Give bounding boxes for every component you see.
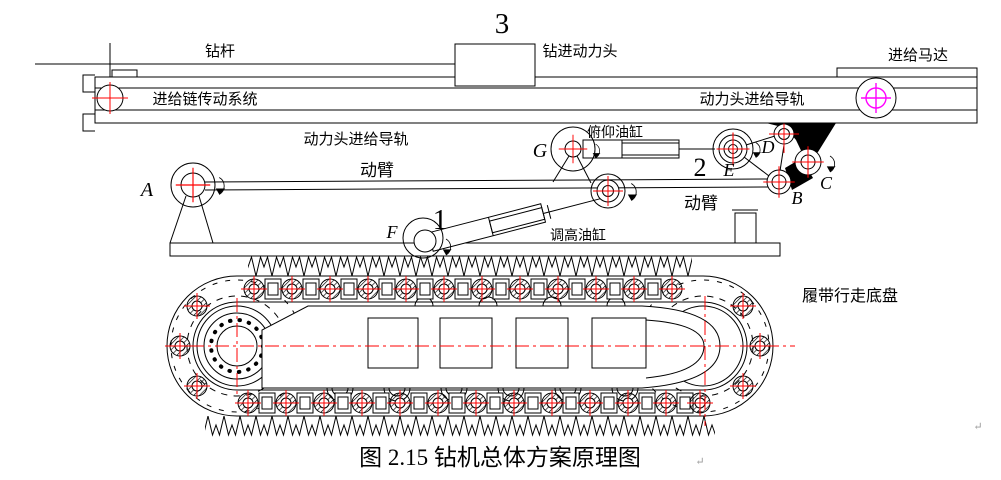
motor-mount	[836, 67, 978, 77]
return-mark-body: ↵	[973, 421, 982, 433]
frame-box-4	[591, 317, 647, 369]
label-pitch-cylinder: 俯仰油缸	[587, 124, 643, 141]
chain-links-top	[240, 275, 686, 303]
frame-box-1	[367, 317, 419, 369]
number-3: 3	[495, 8, 510, 40]
pitch-cylinder	[550, 126, 715, 184]
point-F: F	[386, 222, 399, 242]
pivot-A	[169, 162, 226, 244]
crawler-track-chassis	[165, 254, 795, 438]
boom-line-top	[204, 178, 769, 183]
crank-plate-upper	[766, 123, 836, 161]
boom-line-bottom	[204, 186, 769, 191]
belt-E-D	[745, 135, 776, 146]
track-spikes-top	[248, 254, 692, 276]
pivot-B	[762, 165, 796, 199]
rail-step	[111, 69, 138, 78]
point-D: D	[761, 137, 775, 157]
point-G: G	[533, 140, 548, 162]
number-2: 2	[694, 153, 707, 182]
track-spikes-bottom	[205, 416, 715, 438]
figure-caption: 图 2.15 钻机总体方案原理图	[359, 445, 641, 470]
frame-box-3	[515, 317, 569, 369]
label-feed-chain-system: 进给链传动系统	[152, 91, 257, 108]
power-head-box	[454, 43, 536, 87]
pivot-C	[791, 145, 836, 179]
feed-rail-assembly	[35, 43, 978, 132]
pivot-G-arc	[550, 126, 596, 172]
belt-E-B	[743, 156, 770, 177]
number-1: 1	[433, 204, 448, 236]
point-E: E	[723, 160, 735, 180]
base-plate	[169, 242, 781, 257]
feed-rail	[94, 76, 978, 124]
label-feed-motor: 进给马达	[888, 47, 948, 64]
base-post	[734, 212, 757, 244]
pivot-D	[769, 115, 799, 153]
point-B: B	[792, 188, 803, 208]
return-mark-caption: ↵	[695, 456, 704, 468]
feed-motor-wheel	[855, 77, 897, 119]
boom-mid-pivot	[590, 173, 638, 209]
boom-assembly	[169, 115, 836, 259]
chain-links-bottom	[234, 389, 714, 417]
link-D-B	[779, 144, 785, 172]
label-rail-left: 动力头进给导轨	[303, 131, 408, 148]
point-C: C	[820, 173, 833, 193]
labels: 3 钻杆 钻进动力头 进给马达 进给链传动系统 动力头进给导轨 动力头进给导轨 …	[139, 8, 983, 470]
label-height-cylinder: 调高油缸	[550, 227, 606, 244]
label-drill-rod: 钻杆	[205, 43, 235, 60]
frame-box-2	[439, 317, 493, 369]
chain-inner	[192, 301, 748, 391]
pivot-F-arc	[402, 217, 444, 259]
point-A: A	[139, 179, 154, 201]
label-boom-lower: 动臂	[684, 194, 718, 213]
label-drilling-power-head: 钻进动力头	[542, 43, 617, 60]
label-crawler-chassis: 履带行走底盘	[802, 286, 898, 305]
chain-outer	[166, 275, 774, 417]
label-rail-right: 动力头进给导轨	[699, 91, 804, 108]
chain-sprocket-mark	[92, 82, 128, 114]
label-boom-upper: 动臂	[360, 161, 394, 180]
rail-brackets	[82, 74, 95, 132]
pulley-E	[712, 128, 762, 170]
height-cylinder	[402, 197, 605, 259]
